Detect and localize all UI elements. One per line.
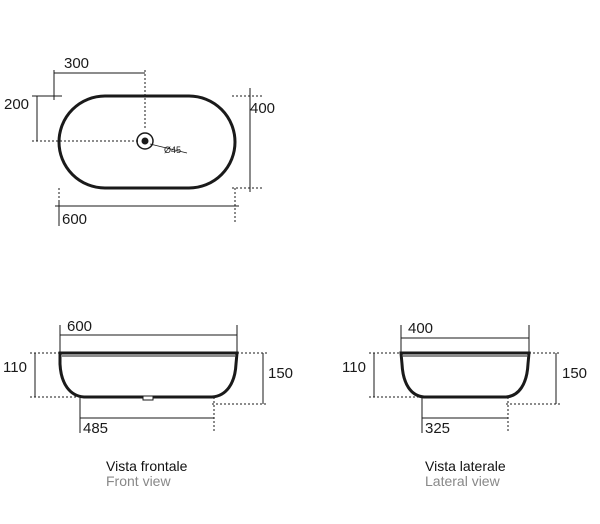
drain-offset-dimension: 300 — [64, 55, 89, 72]
depth-dimension: 400 — [250, 100, 275, 117]
drain-depth-offset-dimension: 200 — [4, 96, 29, 113]
lateral-view: 400 110 150 325 — [342, 320, 587, 437]
drain-outlet — [142, 395, 154, 401]
front-view: 600 110 150 485 — [3, 318, 293, 437]
lateral-view-caption-en: Lateral view — [425, 473, 500, 489]
top-view: Ø45 300 200 400 600 — [4, 55, 275, 228]
lateral-width-dimension: 400 — [408, 320, 433, 337]
drain-diameter-label: Ø45 — [164, 145, 181, 155]
lateral-bottom-width-dimension: 325 — [425, 420, 450, 437]
front-inner-height-dimension: 110 — [3, 359, 27, 376]
width-dimension: 600 — [62, 211, 87, 228]
drain-inner-icon — [141, 137, 149, 145]
front-width-dimension: 600 — [67, 318, 92, 335]
basin-lateral-profile — [399, 351, 531, 399]
front-view-caption-it: Vista frontale — [106, 458, 188, 474]
front-bottom-width-dimension: 485 — [83, 420, 108, 437]
front-view-caption-en: Front view — [106, 473, 171, 489]
lateral-outer-height-dimension: 150 — [562, 365, 587, 382]
lateral-view-caption-it: Vista laterale — [425, 458, 506, 474]
front-outer-height-dimension: 150 — [268, 365, 293, 382]
lateral-inner-height-dimension: 110 — [342, 359, 366, 376]
basin-front-profile — [58, 351, 239, 399]
